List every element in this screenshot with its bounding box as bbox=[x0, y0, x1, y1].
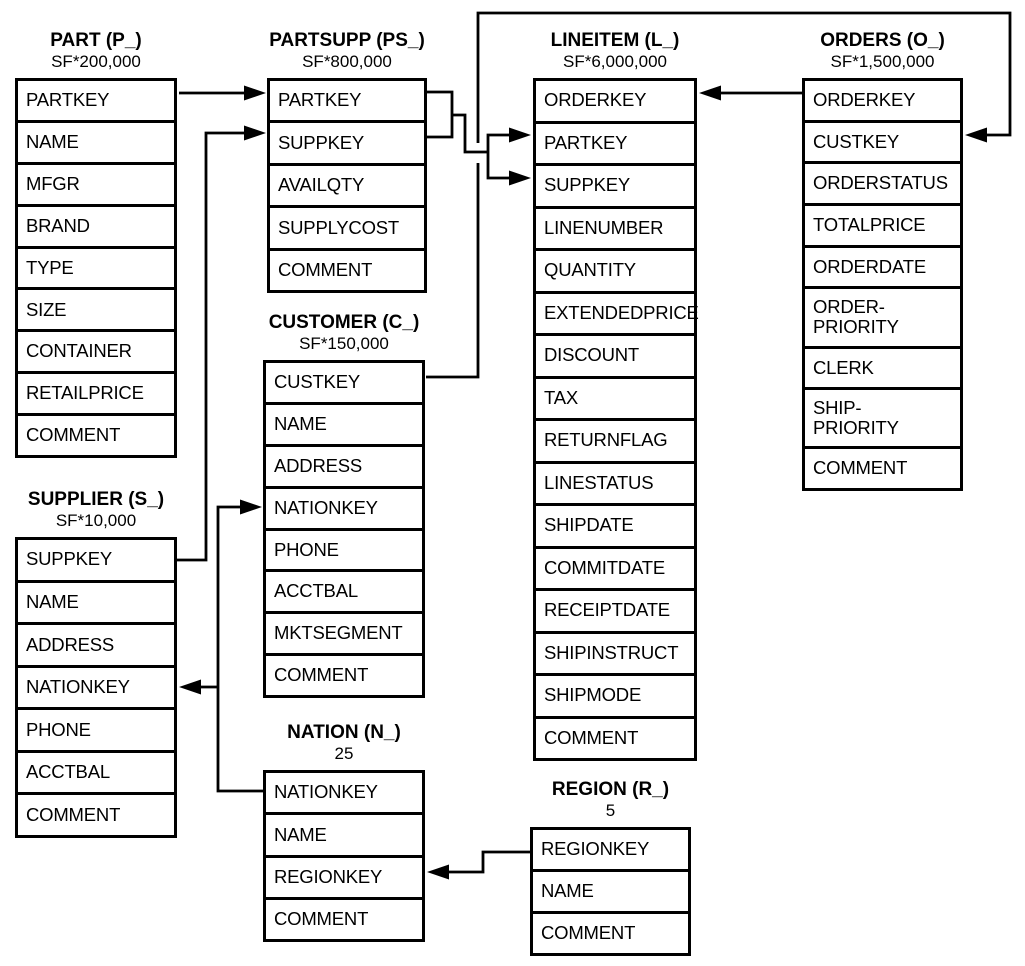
field-region-regionkey: REGIONKEY bbox=[541, 838, 650, 860]
field-customer-comment: COMMENT bbox=[266, 653, 422, 695]
field-lineitem-comment: COMMENT bbox=[536, 715, 694, 759]
field-lineitem-commitdate: COMMITDATE bbox=[536, 545, 694, 589]
table-partsupp-cardinality: SF*800,000 bbox=[302, 51, 392, 71]
field-customer-address: ADDRESS bbox=[266, 443, 422, 486]
field-part-partkey: PARTKEY bbox=[26, 89, 110, 111]
table-partsupp-header: PARTSUPP (PS_) SF*800,000 bbox=[252, 30, 442, 72]
field-supplier-phone: PHONE bbox=[18, 707, 174, 750]
field-partsupp-availqty: AVAILQTY bbox=[270, 162, 424, 205]
field-lineitem-linestatus: LINESTATUS bbox=[536, 460, 694, 504]
field-orders-custkey: CUSTKEY bbox=[805, 119, 960, 162]
field-supplier-name: NAME bbox=[18, 579, 174, 623]
field-partsupp-suppkey: SUPPKEY bbox=[270, 120, 424, 162]
table-customer-cardinality: SF*150,000 bbox=[299, 333, 389, 353]
field-supplier-comment: COMMENT bbox=[18, 792, 174, 835]
field-part-type: TYPE bbox=[18, 245, 174, 288]
fk-arrow-partsupp-keys-to-lineitem-keys bbox=[427, 90, 531, 186]
field-lineitem-receiptdate: RECEIPTDATE bbox=[536, 588, 694, 631]
field-orders-ship-priority: SHIP- PRIORITY bbox=[805, 387, 960, 446]
field-orders-orderstatus: ORDERSTATUS bbox=[805, 161, 960, 203]
field-region-name: NAME bbox=[533, 869, 688, 911]
field-orders-totalprice: TOTALPRICE bbox=[805, 203, 960, 245]
table-region-title: REGION (R_) bbox=[551, 779, 670, 800]
fk-arrow-orders-orderkey-to-lineitem-orderkey bbox=[699, 85, 802, 101]
field-orders-orderdate: ORDERDATE bbox=[805, 244, 960, 287]
field-lineitem-returnflag: RETURNFLAG bbox=[536, 418, 694, 461]
field-nation-comment: COMMENT bbox=[266, 896, 422, 939]
field-part-retailprice: RETAILPRICE bbox=[18, 371, 174, 413]
field-lineitem-shipdate: SHIPDATE bbox=[536, 503, 694, 546]
field-orders-clerk: CLERK bbox=[805, 345, 960, 388]
field-customer-phone: PHONE bbox=[266, 527, 422, 570]
field-supplier-acctbal: ACCTBAL bbox=[18, 749, 174, 793]
field-part-comment: COMMENT bbox=[18, 413, 174, 455]
table-region-cardinality: 5 bbox=[605, 800, 616, 820]
table-lineitem-cardinality: SF*6,000,000 bbox=[563, 51, 667, 71]
field-lineitem-partkey: PARTKEY bbox=[536, 120, 694, 164]
field-nation-nationkey: NATIONKEY bbox=[274, 781, 378, 803]
table-lineitem-title: LINEITEM (L_) bbox=[550, 30, 680, 51]
field-customer-acctbal: ACCTBAL bbox=[266, 569, 422, 611]
field-orders-comment: COMMENT bbox=[805, 446, 960, 488]
field-nation-name: NAME bbox=[266, 812, 422, 854]
table-part-cardinality: SF*200,000 bbox=[51, 51, 141, 71]
field-region-comment: COMMENT bbox=[533, 911, 688, 953]
fk-arrow-nation-nationkey-to-supplier-nationkey bbox=[179, 679, 218, 695]
table-part-header: PART (P_) SF*200,000 bbox=[10, 30, 182, 72]
field-lineitem-shipinstruct: SHIPINSTRUCT bbox=[536, 630, 694, 674]
field-lineitem-linenumber: LINENUMBER bbox=[536, 205, 694, 249]
field-customer-name: NAME bbox=[266, 401, 422, 444]
field-lineitem-suppkey: SUPPKEY bbox=[536, 163, 694, 206]
field-supplier-address: ADDRESS bbox=[18, 622, 174, 665]
field-part-name: NAME bbox=[18, 119, 174, 162]
field-customer-nationkey: NATIONKEY bbox=[266, 485, 422, 528]
field-orders-order-priority: ORDER- PRIORITY bbox=[805, 286, 960, 345]
field-lineitem-extendedprice: EXTENDEDPRICE bbox=[536, 290, 699, 334]
field-nation-regionkey: REGIONKEY bbox=[266, 854, 422, 897]
field-lineitem-shipmode: SHIPMODE bbox=[536, 673, 694, 716]
table-supplier-title: SUPPLIER (S_) bbox=[27, 489, 165, 510]
field-lineitem-discount: DISCOUNT bbox=[536, 333, 694, 376]
table-supplier-cardinality: SF*10,000 bbox=[55, 510, 137, 530]
table-region-header: REGION (R_) 5 bbox=[520, 779, 701, 821]
field-lineitem-orderkey: ORDERKEY bbox=[544, 89, 647, 111]
field-supplier-nationkey: NATIONKEY bbox=[18, 664, 174, 708]
table-lineitem-header: LINEITEM (L_) SF*6,000,000 bbox=[523, 30, 707, 72]
table-orders-header: ORDERS (O_) SF*1,500,000 bbox=[792, 30, 973, 72]
field-supplier-suppkey: SUPPKEY bbox=[26, 548, 112, 570]
field-lineitem-tax: TAX bbox=[536, 375, 694, 419]
field-partsupp-partkey: PARTKEY bbox=[278, 89, 362, 111]
field-orders-orderkey: ORDERKEY bbox=[813, 88, 916, 110]
table-orders-title: ORDERS (O_) bbox=[820, 30, 945, 51]
table-nation-cardinality: 25 bbox=[334, 743, 354, 763]
fk-arrow-part-partkey-to-partsupp-partkey bbox=[179, 85, 266, 101]
field-part-mfgr: MFGR bbox=[18, 161, 174, 204]
field-part-brand: BRAND bbox=[18, 203, 174, 246]
field-partsupp-comment: COMMENT bbox=[270, 247, 424, 290]
field-customer-custkey: CUSTKEY bbox=[274, 371, 360, 393]
field-part-size: SIZE bbox=[18, 287, 174, 329]
table-orders-cardinality: SF*1,500,000 bbox=[830, 51, 935, 71]
table-partsupp-title: PARTSUPP (PS_) bbox=[269, 30, 425, 51]
fk-arrow-region-regionkey-to-nation-regionkey bbox=[427, 850, 530, 880]
table-part-title: PART (P_) bbox=[50, 30, 142, 51]
field-lineitem-quantity: QUANTITY bbox=[536, 248, 694, 291]
table-nation-title: NATION (N_) bbox=[287, 722, 401, 743]
table-nation-header: NATION (N_) 25 bbox=[253, 722, 435, 764]
table-customer-header: CUSTOMER (C_) SF*150,000 bbox=[248, 312, 440, 354]
field-customer-mktsegment: MKTSEGMENT bbox=[266, 611, 422, 653]
field-part-container: CONTAINER bbox=[18, 329, 174, 371]
table-customer-title: CUSTOMER (C_) bbox=[268, 312, 420, 333]
field-partsupp-supplycost: SUPPLYCOST bbox=[270, 205, 424, 247]
table-supplier-header: SUPPLIER (S_) SF*10,000 bbox=[5, 489, 187, 531]
